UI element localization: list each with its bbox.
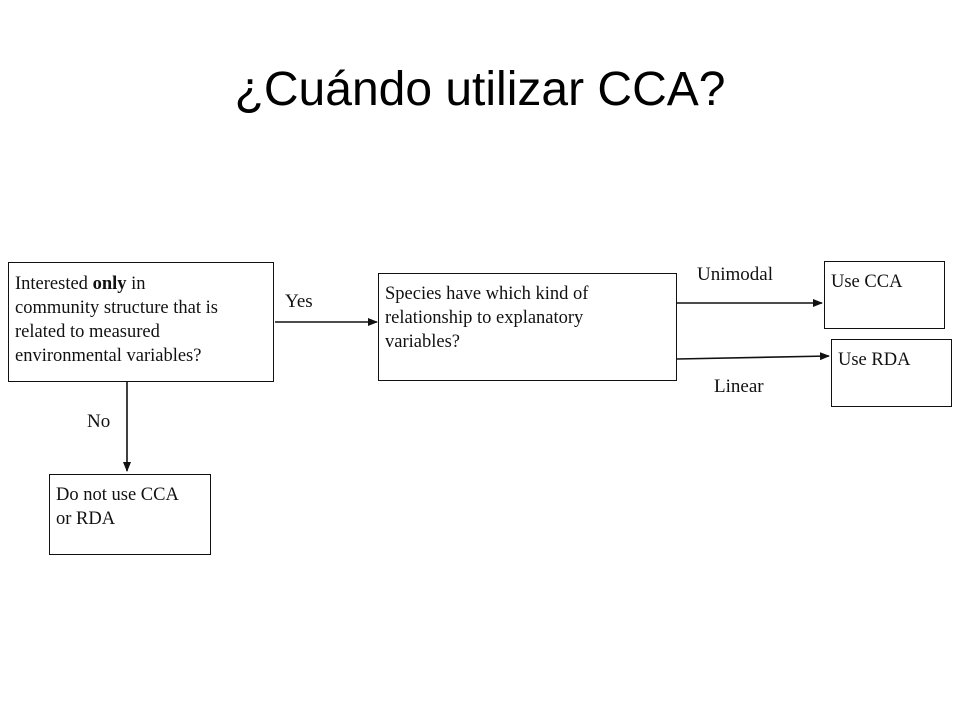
relationship-question-line-1: Species have which kind of [385, 284, 589, 304]
emphasis-only: only [92, 274, 127, 294]
use-rda-label: Use RDA [838, 350, 911, 370]
start-question-line-1: Interested only in [15, 274, 146, 294]
linear-arrow [676, 352, 830, 361]
relationship-question-box: Species have which kind of relationship … [378, 273, 677, 381]
start-question-line-4: environmental variables? [15, 346, 202, 366]
relationship-question-line-3: variables? [385, 332, 460, 352]
start-question-box: Interested only in community structure t… [8, 262, 274, 382]
do-not-use-box: Do not use CCA or RDA [49, 474, 211, 555]
edge-label-yes: Yes [285, 291, 313, 312]
use-cca-box: Use CCA [824, 261, 945, 329]
edge-label-no: No [87, 411, 111, 432]
use-rda-box: Use RDA [831, 339, 952, 407]
start-question-line-3: related to measured [15, 322, 160, 342]
relationship-question-line-2: relationship to explanatory [385, 308, 584, 328]
do-not-use-line-2: or RDA [56, 509, 116, 529]
edge-label-unimodal: Unimodal [697, 264, 773, 285]
do-not-use-line-1: Do not use CCA [56, 485, 179, 505]
start-question-line-2: community structure that is [15, 298, 218, 318]
edge-label-linear: Linear [714, 376, 764, 397]
use-cca-label: Use CCA [831, 272, 903, 292]
slide-title: ¿Cuándo utilizar CCA? [234, 63, 726, 116]
